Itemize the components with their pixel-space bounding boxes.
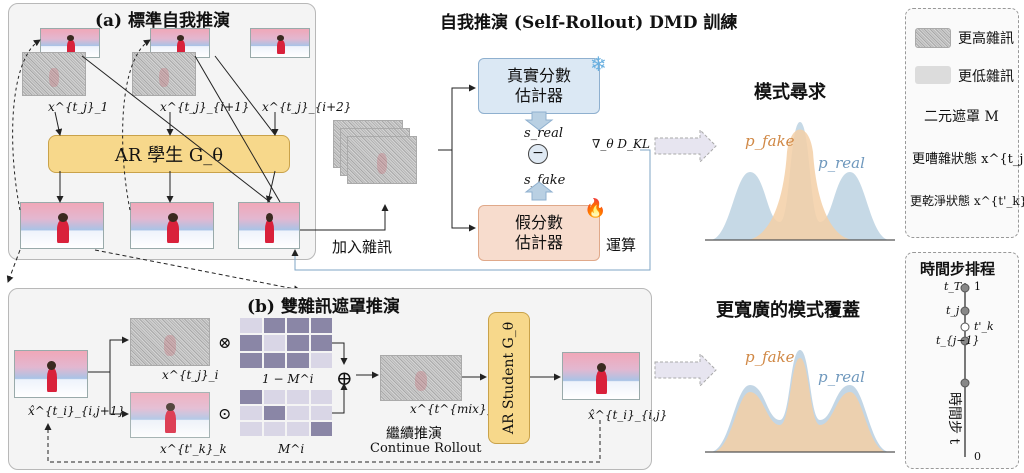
output-frame-1 [20,202,104,249]
legend-lower-noise: 更低雜訊 [958,69,1014,85]
tick-tj: t_j [946,304,960,317]
x-hat-in-label: x̂^{t_i}_{i,j+1} [28,404,126,418]
fake-score-line1: 假分數 [514,213,563,232]
noisy-stack-3 [347,136,417,184]
real-score-symbol: s_real [524,126,563,141]
x-mix-label: x^{t^{mix}}_i [410,402,505,416]
mode-covering-plot [705,350,895,453]
tick-tj1: t_{j−1} [936,334,980,347]
light-noise-frame [130,392,210,438]
real-score-line1: 真實分數 [506,66,571,85]
timestep-axis [960,283,970,457]
tick-zero: 0 [974,450,981,463]
input-frame [14,350,88,398]
mixed-frame [380,355,462,401]
compute-label: 運算 [606,236,637,254]
mode-seeking-title: 模式尋求 [754,82,826,103]
mask-bottom [240,390,332,436]
fake-score-estimator: 假分數 估計器 [478,205,600,261]
clean-frame-3 [250,28,310,58]
continue-en: Continue Rollout [370,441,482,456]
legend-binary-mask: 二元遮罩 M [924,109,999,125]
legend-noisier-state: 更嘈雜狀態 x^{t_j} [912,152,1024,167]
mode-covering-preal: p_real [818,368,865,386]
mode-covering-title: 更寬廣的模式覆蓋 [716,300,860,321]
x-bottom-label: x^{t'_k}_k [160,442,227,456]
mode-seeking-pfake: p_fake [745,132,795,150]
real-score-estimator: 真實分數 估計器 [478,58,600,114]
real-score-line2: 估計器 [514,86,563,105]
add-noise-label: 加入雜訊 [332,238,393,256]
noisy-frame-2 [132,52,196,96]
main-title: 自我推演 (Self-Rollout) DMD 訓練 [440,13,738,33]
tick-one: 1 [974,280,981,293]
tick-tk: t'_k [974,320,994,333]
minus-icon: − [528,144,548,164]
mode-seeking-preal: p_real [818,154,865,172]
fake-score-symbol: s_fake [524,173,566,188]
ar-student-box: AR 學生 G_θ [48,135,290,173]
snowflake-icon: ❄ [590,52,607,76]
mode-covering-pfake: p_fake [745,348,795,366]
continue-cn: 繼續推演 [386,426,442,442]
mask-top-label: 1 − M^i [262,372,314,386]
fire-icon: 🔥 [584,198,607,219]
output-frame-b [562,352,640,400]
higher-noise-swatch [915,28,951,48]
timestep-axis-label: 時間步 t [946,392,962,445]
noisy-top-frame [130,318,210,366]
lower-noise-swatch [915,66,951,84]
legend-cleaner-state: 更乾淨狀態 x^{t'_k}_k [910,194,1024,208]
grad-label: ∇_θ D_KL [592,137,650,151]
mode-seeking-plot [705,122,895,241]
legend-higher-noise: 更高雜訊 [958,31,1014,47]
label-x1: x^{t_j}_1 [48,100,109,114]
timestep-title: 時間步排程 [920,260,996,278]
tick-tT: t_T [944,280,962,293]
x-top-label: x^{t_j}_i [162,368,219,382]
label-xi2: x^{t_j}_{i+2} [262,100,352,114]
x-hat-out-label: x̂^{t_i}_{i,j} [588,408,668,422]
plus-icon: ⊕ [336,366,353,390]
noisy-frame-1 [22,52,86,96]
mask-top [240,318,332,368]
multiply-icon: ⊗ [218,333,232,352]
output-frame-3 [238,202,300,249]
ar-student-b-box: AR Student G_θ [488,312,530,444]
mask-bottom-label: M^i [278,442,305,456]
panel-a-title: (a) 標準自我推演 [95,11,231,31]
panel-b-title: (b) 雙雜訊遮罩推演 [247,297,400,317]
fake-score-line2: 估計器 [514,233,563,252]
ar-student-label: AR 學生 G_θ [114,145,224,166]
multiply-icon-2: ⊙ [218,404,232,423]
